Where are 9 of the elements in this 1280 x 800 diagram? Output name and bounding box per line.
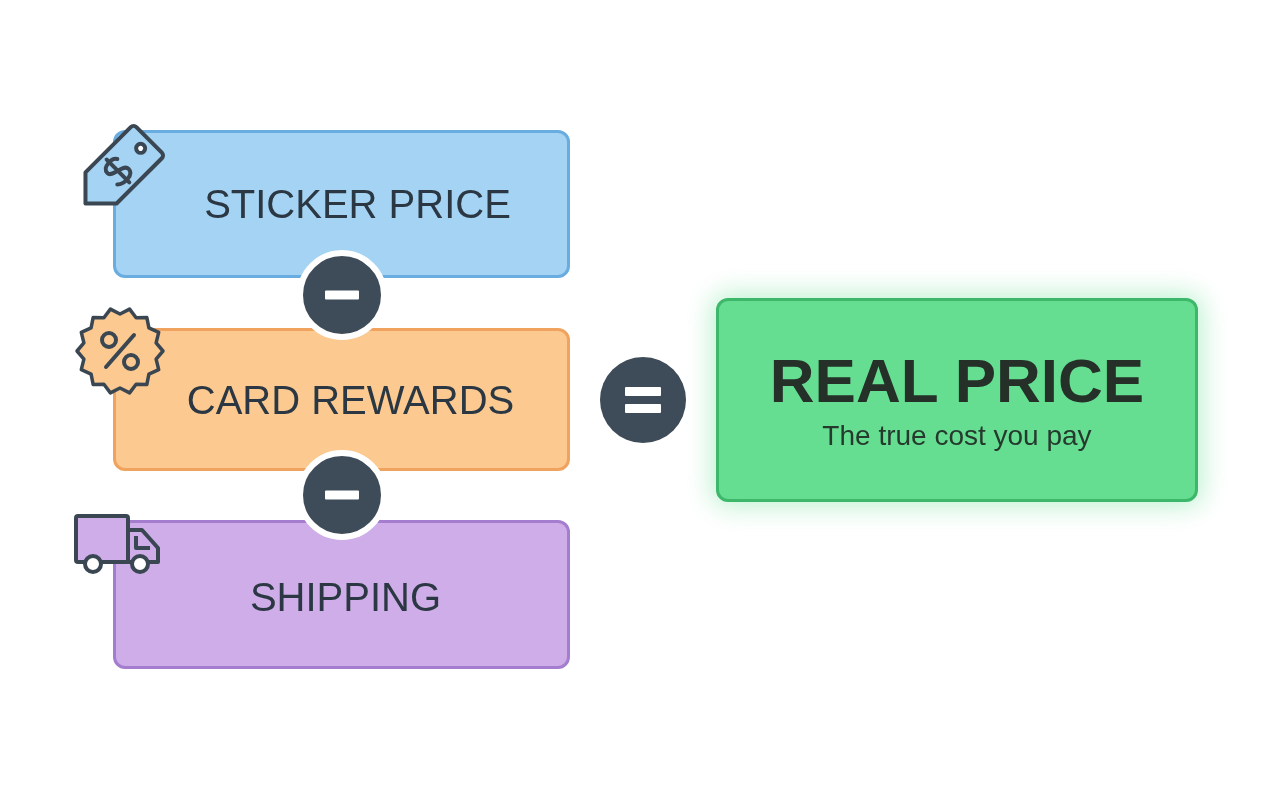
term-box xyxy=(113,328,570,471)
term-box xyxy=(113,130,570,278)
term-label: CARD REWARDS xyxy=(186,377,515,422)
result-box xyxy=(716,298,1198,502)
term-box xyxy=(113,520,570,669)
result-subtitle: The true cost you pay xyxy=(822,419,1092,453)
result-heading: REAL PRICE xyxy=(769,347,1145,416)
term-label: STICKER PRICE xyxy=(204,182,511,226)
term-label: SHIPPING xyxy=(249,574,442,619)
